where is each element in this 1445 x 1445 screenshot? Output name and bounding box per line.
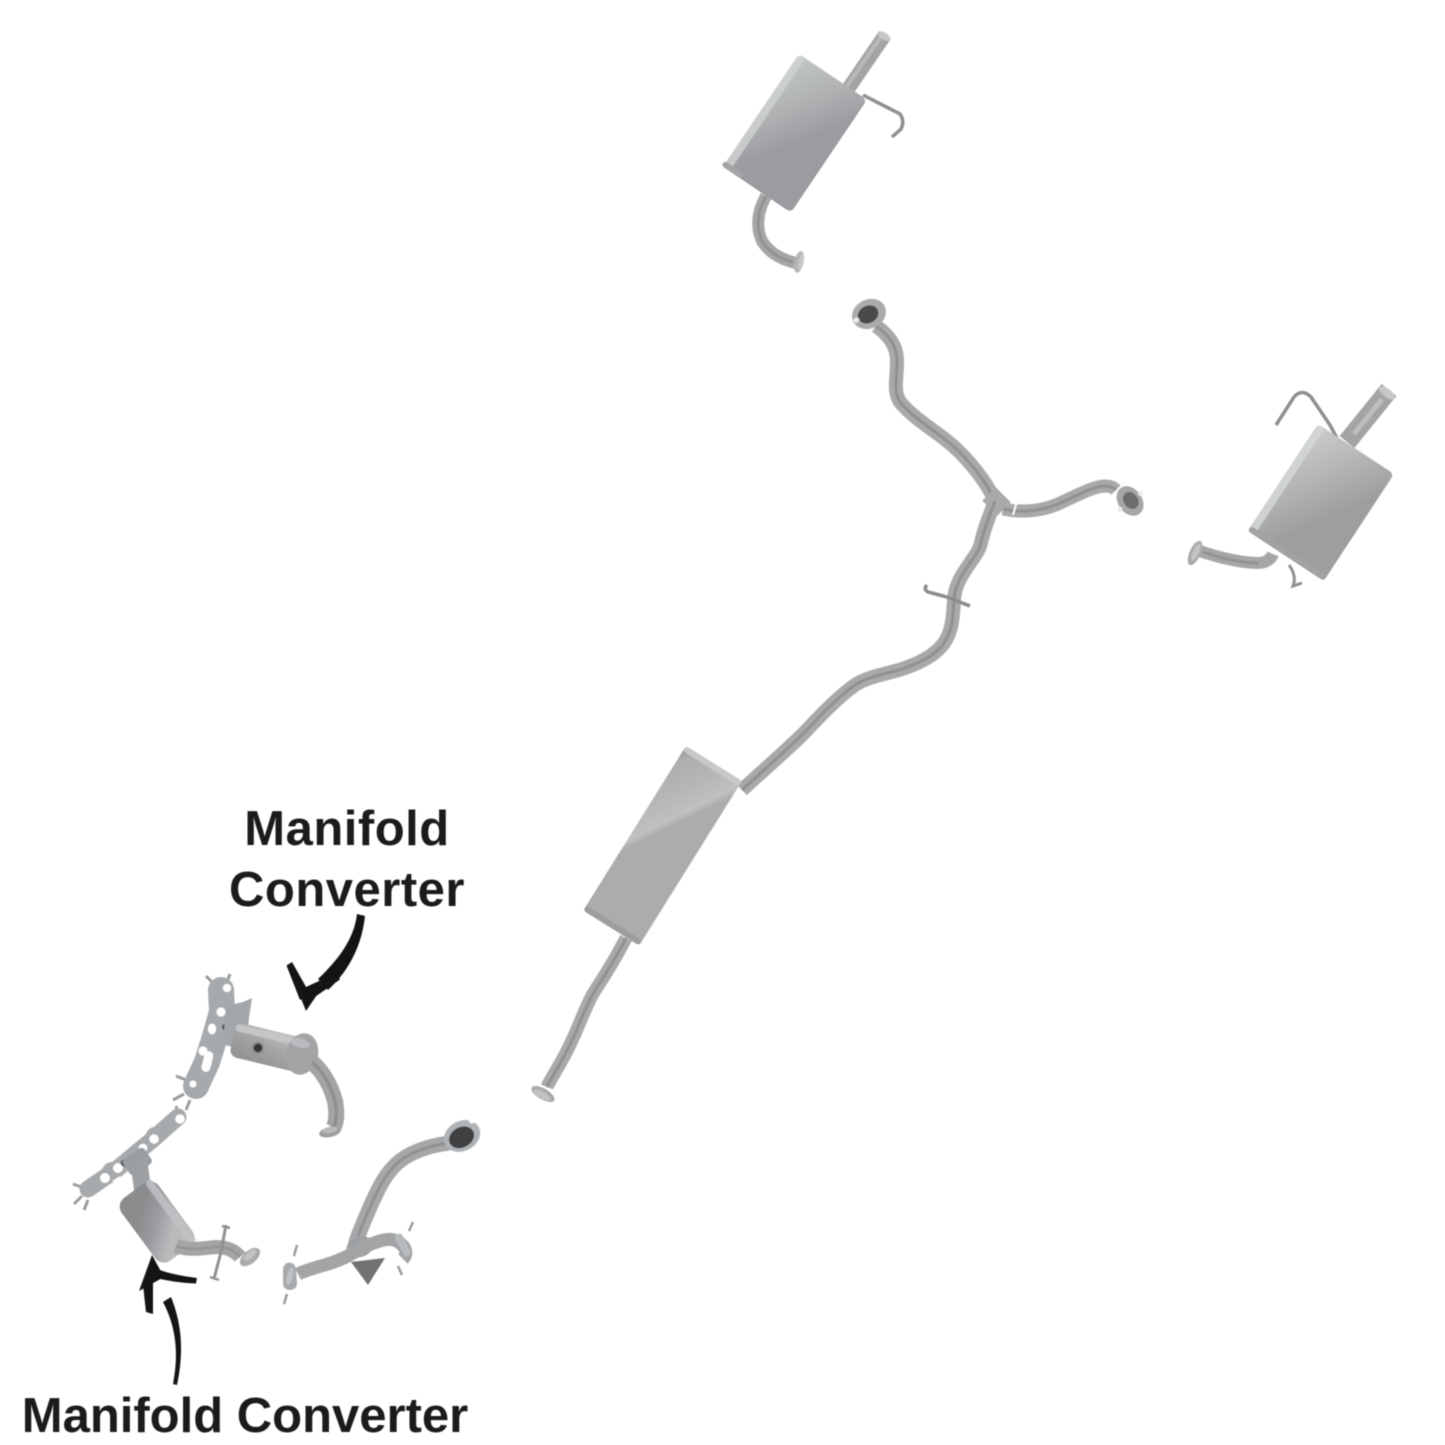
svg-text:Manifold: Manifold (244, 802, 449, 856)
svg-text:Manifold Converter: Manifold Converter (22, 1389, 468, 1443)
svg-text:Converter: Converter (229, 863, 465, 917)
